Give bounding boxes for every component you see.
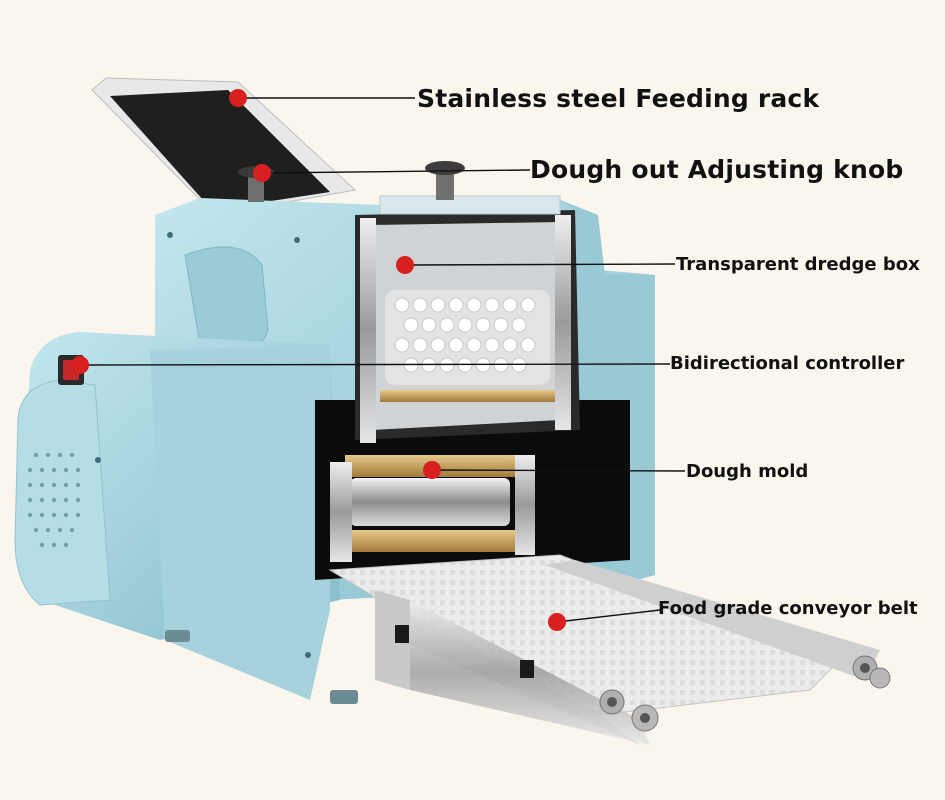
- feeding-rack: [91, 77, 357, 216]
- machine-feet: [165, 630, 358, 704]
- body-screws: [95, 232, 311, 658]
- label-dredge-box: Transparent dredge box: [676, 254, 920, 275]
- label-controller: Bidirectional controller: [670, 353, 905, 374]
- label-conveyor-belt: Food grade conveyor belt: [658, 598, 918, 619]
- leader-lines: [79, 97, 686, 623]
- label-feeding-rack: Stainless steel Feeding rack: [417, 84, 820, 113]
- label-adjusting-knob: Dough out Adjusting knob: [530, 155, 904, 184]
- label-dough-mold: Dough mold: [686, 461, 809, 482]
- motor-vent-holes: [27, 452, 81, 548]
- conveyor-bolts: [599, 655, 891, 732]
- conveyor-belt: [328, 554, 880, 745]
- callout-markers: [71, 89, 566, 631]
